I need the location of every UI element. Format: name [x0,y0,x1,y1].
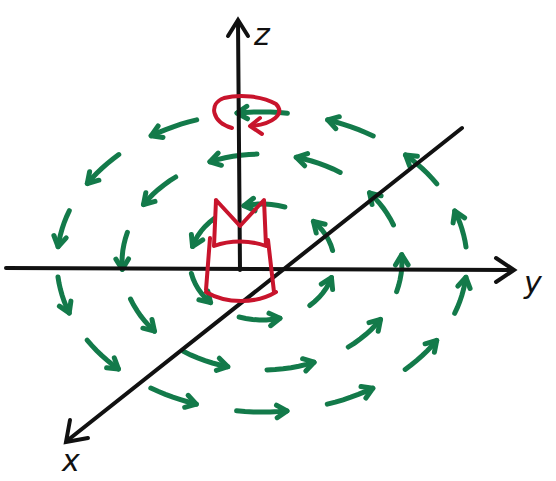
vortex-tube [206,200,276,301]
field-arrowhead [369,320,381,332]
y-axis [6,268,512,270]
axis-arrowhead [496,258,514,282]
field-arrow [348,320,380,348]
field-arrow [87,155,119,184]
field-arrowhead [396,255,409,265]
field-arrowhead [361,387,373,399]
field-arrow [237,411,287,412]
z-axis [238,22,240,270]
axis-label: x [60,446,82,476]
field-arrowhead [313,221,325,233]
field-arrow [87,340,118,369]
field-arrowhead [216,358,227,370]
axis-label: y [522,268,544,298]
field-arrowhead [425,341,437,353]
x-axis [68,128,462,440]
field-arrow [144,177,176,205]
axis-arrowhead [228,20,248,36]
field-arrow [405,341,437,370]
field-arrowhead [328,117,340,129]
field-arrowhead [453,211,465,223]
rotation-arrow [214,96,279,128]
field-arrowhead [59,301,71,313]
field-arrowhead [296,154,307,166]
field-arrowhead [144,193,156,205]
field-arrowhead [87,172,99,184]
field-arrowhead [151,126,163,138]
field-arrowhead [303,359,315,371]
field-arrow [131,299,155,331]
field-arrowhead [210,153,222,165]
rotation-symbol [206,96,279,301]
rotation-arrowhead [250,118,262,134]
field-arrowhead [143,320,155,332]
field-arrowhead [458,277,470,288]
axis-arrowhead [66,420,88,442]
field-arrowhead [269,313,280,326]
axes [6,20,514,442]
field-arrowhead [277,405,288,418]
field-arrowhead [54,236,66,247]
field-arrowhead [321,278,332,290]
field-arrowhead [185,395,197,407]
field-arrows [54,106,470,417]
axis-label: z [252,20,272,50]
field-arrowhead [191,235,202,247]
field-arrowhead [107,358,119,369]
